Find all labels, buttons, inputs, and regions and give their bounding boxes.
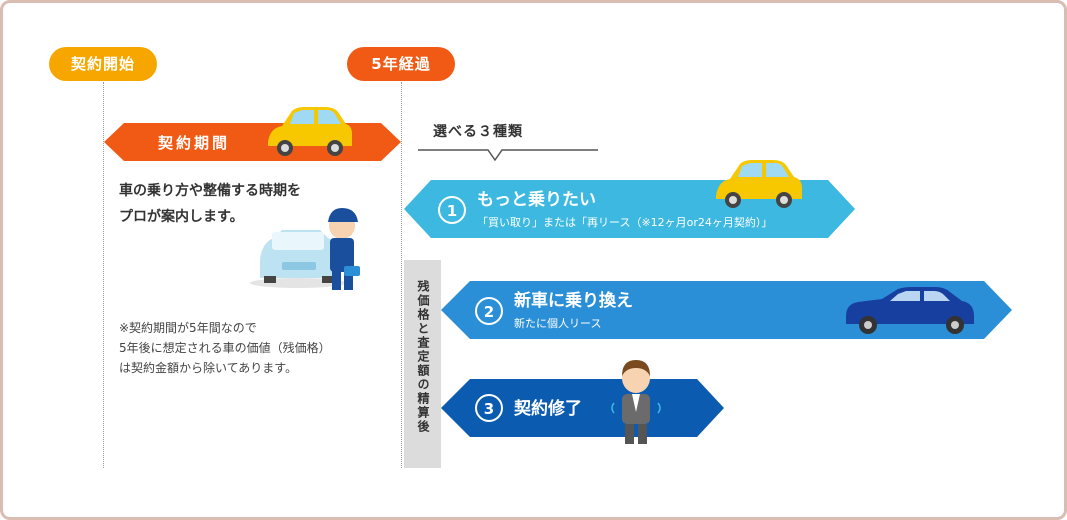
option-3-number: 3 <box>484 400 494 418</box>
mechanic-with-car-icon <box>250 208 360 290</box>
service-description-line-2: プロが案内します。 <box>119 209 244 225</box>
option-3-number-circle <box>475 394 503 422</box>
five-year-timeline-line <box>401 82 402 468</box>
option-3-arrow <box>441 379 724 437</box>
bowing-man-icon <box>611 360 661 444</box>
residual-value-note: ※契約期間が5年間なので 5年後に想定される車の価値（残価格） は契約金額から除… <box>119 318 331 378</box>
heading-callout-line <box>418 149 598 162</box>
option-1-number: 1 <box>447 202 457 220</box>
option-2-number-circle <box>475 297 503 325</box>
option-2-title: 新車に乗り換え <box>514 290 633 311</box>
sedan-car-icon <box>846 287 974 334</box>
settlement-label: 残価格と査定額の精算後 <box>416 280 430 434</box>
choices-heading: 選べる３種類 <box>433 123 523 140</box>
option-3-title: 契約修了 <box>513 398 582 419</box>
contract-period-label: 契約期間 <box>157 134 230 152</box>
option-1-title: もっと乗りたい <box>477 190 596 210</box>
option-2-subtitle: 新たに個人リース <box>514 316 601 330</box>
service-description-line-1: 車の乗り方や整備する時期を <box>119 183 301 199</box>
contract-start-badge: 契約開始 <box>49 47 157 81</box>
start-timeline-line <box>103 82 104 468</box>
contract-period-arrow <box>104 123 401 161</box>
option-1-number-circle <box>438 196 466 224</box>
residual-note-line-2: 5年後に想定される車の価値（残価格） <box>119 341 331 355</box>
option-1-car-icon <box>716 160 802 208</box>
option-1-subtitle: 「買い取り」または「再リース（※12ヶ月or24ヶ月契約）」 <box>477 215 772 229</box>
service-description: 車の乗り方や整備する時期を プロが案内します。 <box>119 178 301 230</box>
residual-note-line-1: ※契約期間が5年間なので <box>119 321 257 335</box>
five-years-badge: 5年経過 <box>347 47 455 81</box>
yellow-car-icon <box>268 107 352 156</box>
settlement-column <box>404 260 441 468</box>
option-2-number: 2 <box>484 303 494 321</box>
residual-note-line-3: は契約金額から除いてあります。 <box>119 361 298 375</box>
